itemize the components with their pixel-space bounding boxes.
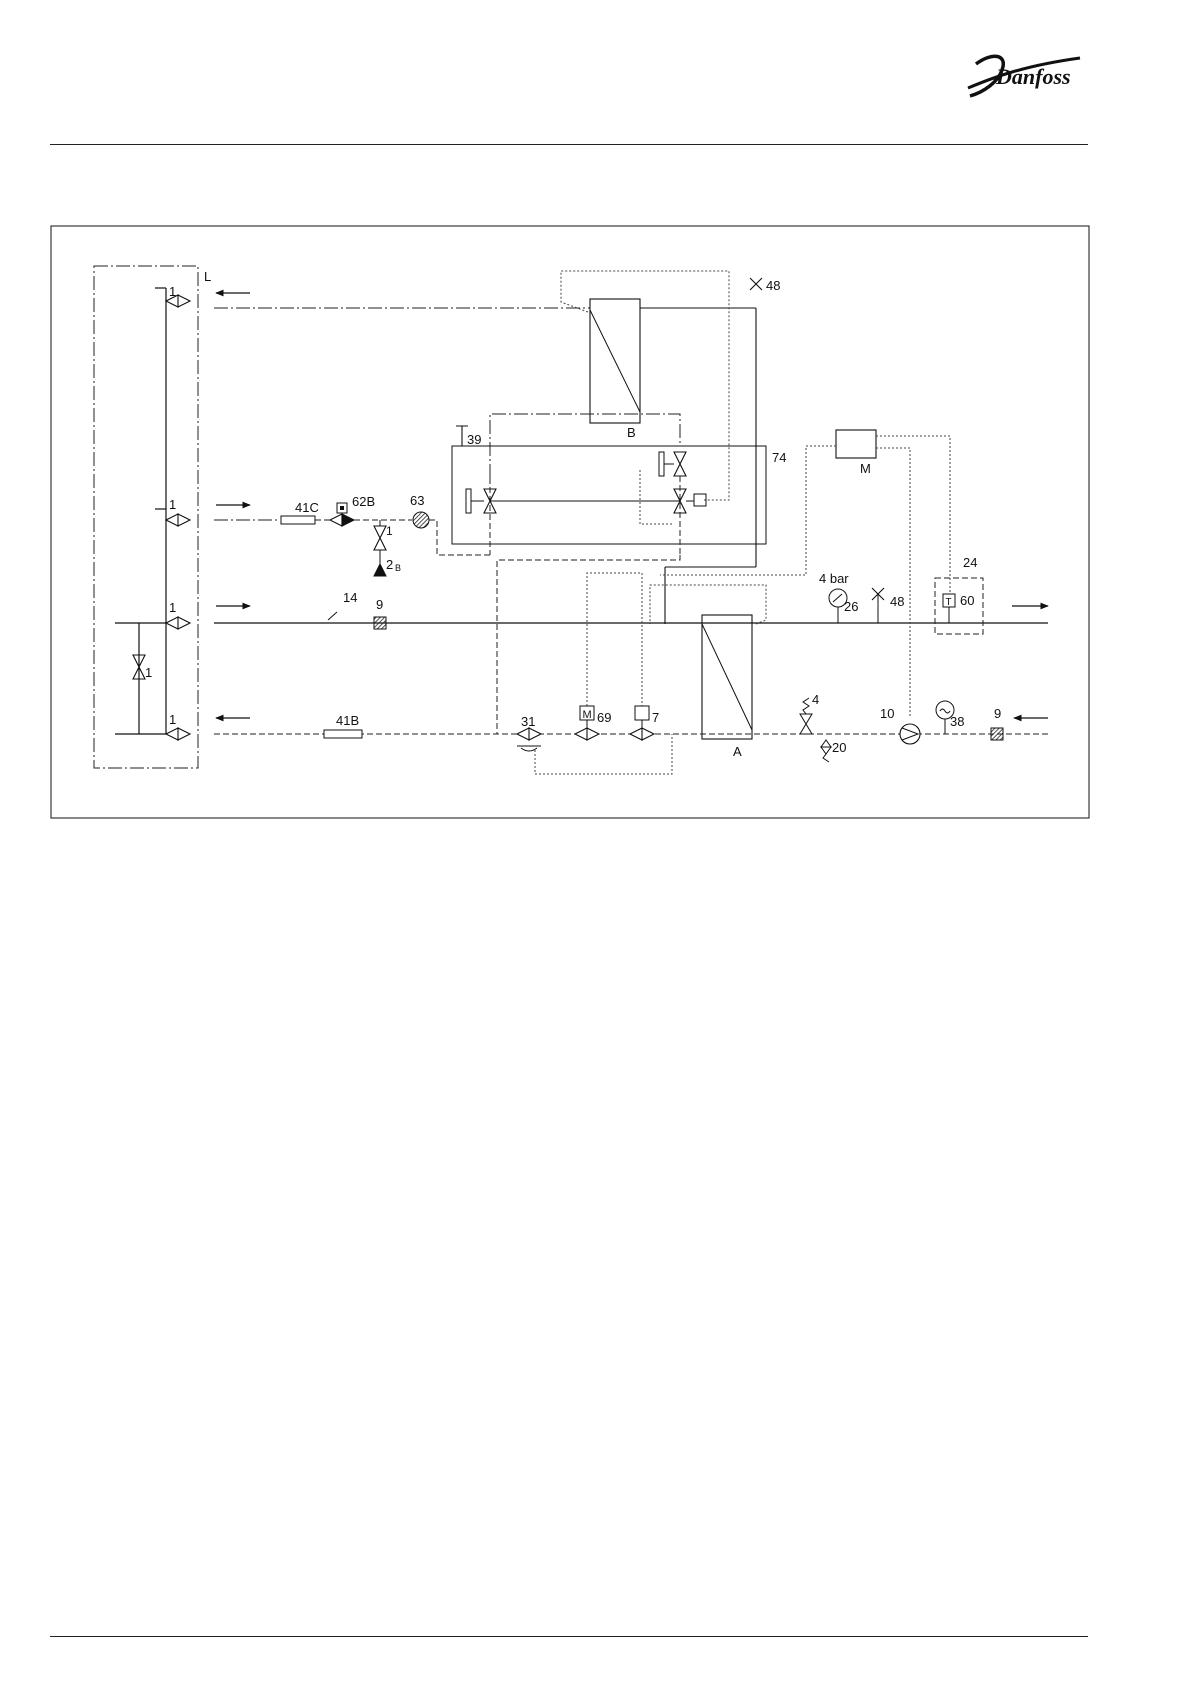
label-10: 10	[880, 706, 894, 721]
label-69: 69	[597, 710, 611, 725]
valve-31	[517, 728, 541, 740]
label-48-mid: 48	[890, 594, 904, 609]
label-63: 63	[410, 493, 424, 508]
label-7: 7	[652, 710, 659, 725]
valve-flow	[166, 617, 190, 629]
label-valve-1-top: 1	[169, 284, 176, 299]
label-39: 39	[467, 432, 481, 447]
label-valve-1-bypass: 1	[145, 665, 152, 680]
building-box	[94, 266, 198, 768]
label-valve-1-return: 1	[169, 712, 176, 727]
label-4: 4	[812, 692, 819, 707]
label-41b: 41B	[336, 713, 359, 728]
label-4-bar: 4 bar	[819, 571, 849, 586]
label-14: 14	[343, 590, 357, 605]
label-20: 20	[832, 740, 846, 755]
label-48-top: 48	[766, 278, 780, 293]
label-hex-a: A	[733, 744, 742, 759]
label-31: 31	[521, 714, 535, 729]
label-m: M	[860, 461, 871, 476]
label-62b: 62B	[352, 494, 375, 509]
label-2b-sub: B	[395, 563, 401, 573]
valve-mid	[166, 514, 190, 526]
valve-return	[166, 728, 190, 740]
water-meter-63	[413, 512, 429, 528]
diagram-frame	[51, 226, 1089, 818]
label-41c: 41C	[295, 500, 319, 515]
label-26: 26	[844, 599, 858, 614]
label-hex-b: B	[627, 425, 636, 440]
label-24: 24	[963, 555, 977, 570]
filter-41c	[281, 516, 315, 524]
label-L: L	[204, 269, 211, 284]
filter-41b	[324, 730, 362, 738]
controller-m	[836, 430, 876, 458]
label-9-right: 9	[994, 706, 1001, 721]
label-t: T	[946, 597, 952, 608]
label-1-small: 1	[386, 524, 393, 538]
label-2b: 2	[386, 557, 393, 572]
label-valve-1-mid: 1	[169, 497, 176, 512]
strainer-9-right	[991, 728, 1003, 740]
motor-valve-69	[575, 728, 599, 740]
label-valve-1-flow: 1	[169, 600, 176, 615]
valve-7	[630, 728, 654, 740]
label-60: 60	[960, 593, 974, 608]
label-9-left: 9	[376, 597, 383, 612]
label-m-small: M	[583, 709, 592, 721]
strainer-9-left	[374, 617, 386, 629]
label-74: 74	[772, 450, 786, 465]
label-38: 38	[950, 714, 964, 729]
